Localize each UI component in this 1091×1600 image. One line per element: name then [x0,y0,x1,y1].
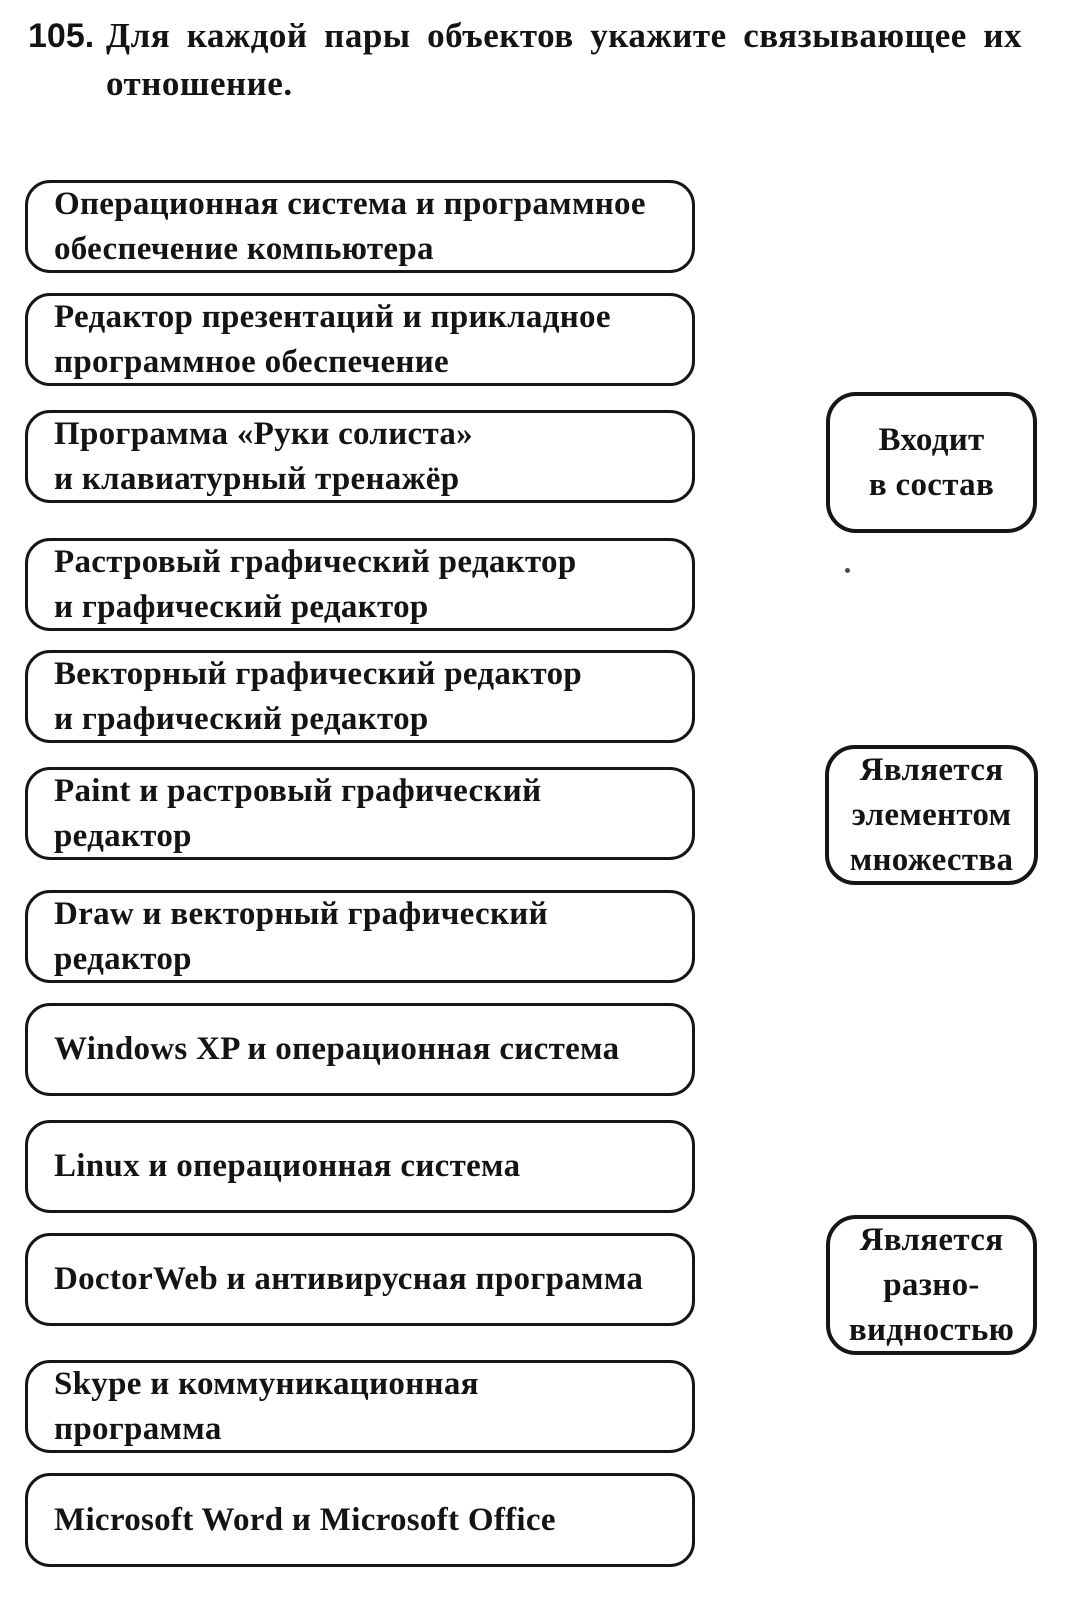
pair-box: Linux и операционная система [25,1120,695,1213]
pair-box-label: Paint и растровый графический редактор [54,772,542,854]
pair-box: Windows XP и операционная система [25,1003,695,1096]
pair-box-label: Windows XP и операционная система [54,1031,620,1067]
pair-box-label: Редактор презентаций и прикладное програ… [54,298,611,380]
pair-box-label: Linux и операционная система [54,1148,521,1184]
exercise-header: 105. Для каждой пары объектов укажите св… [28,12,1022,108]
pair-box: Векторный графический редактор и графиче… [25,650,695,743]
relation-box-element-of-set: Является элементом множества [825,745,1038,885]
exercise-instruction: Для каждой пары объектов укажите связыва… [106,16,1022,103]
pair-box: Программа «Руки солиста» и клавиатурный … [25,410,695,503]
relation-box-label: Входит в состав [868,421,995,503]
pair-box-label: DoctorWeb и антивирусная программа [54,1261,644,1297]
pair-box: Операционная система и программное обесп… [25,180,695,273]
pair-box: DoctorWeb и антивирусная программа [25,1233,695,1326]
pair-box: Draw и векторный графический редактор [25,890,695,983]
pair-box-label: Программа «Руки солиста» и клавиатурный … [54,415,473,497]
pair-box-label: Растровый графический редактор и графиче… [54,543,577,625]
pair-box-label: Microsoft Word и Microsoft Office [54,1501,556,1538]
relation-box-label: Является разно- видностью [848,1221,1015,1348]
pair-box: Растровый графический редактор и графиче… [25,538,695,631]
exercise-number: 105. [28,17,95,55]
scan-artifact-dot [845,568,850,573]
pair-box: Microsoft Word и Microsoft Office [25,1473,695,1567]
pair-box-label: Векторный графический редактор и графиче… [54,655,583,737]
relation-box-label: Является элементом множества [849,751,1014,878]
pair-box-label: Операционная система и программное обесп… [54,185,646,267]
pair-box: Paint и растровый графический редактор [25,767,695,860]
relation-box-part-of: Входит в состав [826,392,1037,533]
pair-box: Skype и коммуникационная программа [25,1360,695,1453]
relation-box-kind-of: Является разно- видностью [826,1215,1037,1355]
pair-box-label: Draw и векторный графический редактор [54,895,548,977]
pair-box-label: Skype и коммуникационная программа [54,1365,479,1447]
pair-box: Редактор презентаций и прикладное програ… [25,293,695,386]
